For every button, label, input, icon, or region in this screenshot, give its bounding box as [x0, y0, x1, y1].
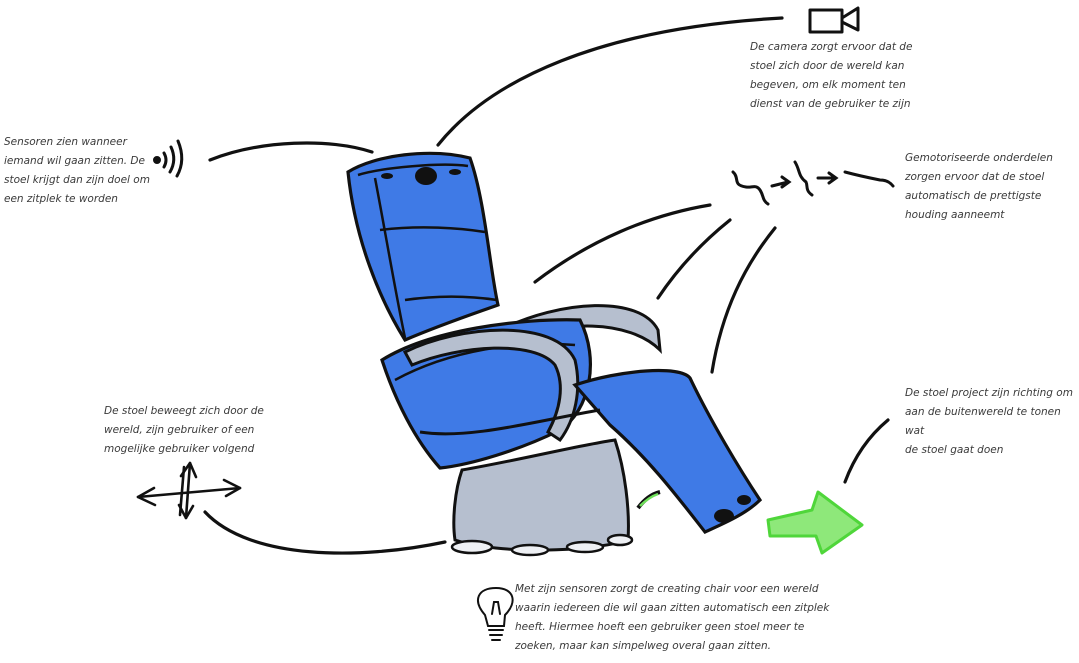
annotation-summary: Met zijn sensoren zorgt de creating chai…: [515, 583, 830, 652]
annotation-motors: Gemotoriseerde onderdelen zorgen ervoor …: [905, 152, 1053, 221]
chair-footrest: [572, 368, 763, 534]
chair-backrest: [346, 151, 500, 343]
motor-joints-icon: [731, 160, 895, 206]
leader-movement: [203, 510, 447, 555]
move-arrows-icon: [136, 461, 242, 520]
sensor-waves-icon: [153, 139, 184, 178]
leader-projection: [843, 418, 890, 484]
leader-motor-1: [533, 203, 712, 284]
leader-camera: [436, 16, 784, 147]
annotation-projection: De stoel project zijn richting om aan de…: [905, 387, 1073, 456]
chair-illustration: [346, 151, 763, 557]
leader-lines: [203, 16, 890, 555]
leader-sensors: [208, 141, 374, 162]
backrest-camera-lens: [415, 167, 437, 185]
chair-wheels: [450, 533, 634, 557]
status-led: [639, 492, 659, 507]
video-camera-icon: [808, 6, 860, 34]
leader-motor-2: [656, 218, 732, 300]
green-direction-arrow-icon: [766, 490, 864, 555]
chair-armrest-front: [402, 328, 580, 443]
annotation-movement: De stoel beweegt zich door de wereld, zi…: [104, 405, 264, 455]
annotation-camera: De camera zorgt ervoor dat de stoel zich…: [750, 41, 913, 110]
leader-motor-3: [710, 226, 777, 374]
lightbulb-icon: [477, 586, 514, 641]
annotation-sensors: Sensoren zien wanneer iemand wil gaan zi…: [4, 136, 150, 205]
